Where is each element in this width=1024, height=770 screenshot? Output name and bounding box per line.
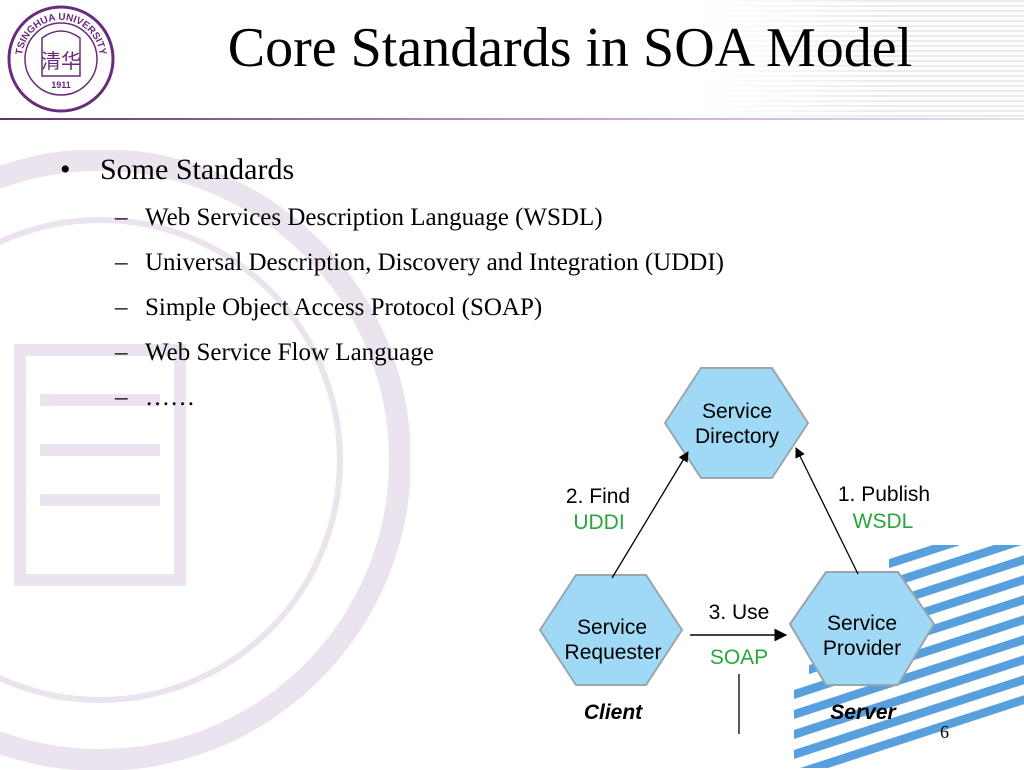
provider-label-2: Provider bbox=[823, 637, 901, 660]
directory-label-2: Directory bbox=[695, 425, 780, 448]
publish-arrow bbox=[795, 447, 859, 575]
use-protocol: SOAP bbox=[710, 646, 768, 669]
client-role-label: Client bbox=[584, 701, 643, 724]
bullet-sub-text: Web Service Flow Language bbox=[145, 339, 434, 366]
find-arrow bbox=[611, 451, 689, 579]
publish-protocol: WSDL bbox=[853, 510, 914, 533]
publish-label: 1. Publish bbox=[838, 483, 930, 506]
bullet-sub-ellipsis: – …… bbox=[60, 381, 724, 415]
bullet-sub-text: Web Services Description Language (WSDL) bbox=[145, 204, 603, 231]
requester-hexagon bbox=[538, 574, 684, 686]
use-label: 3. Use bbox=[709, 601, 770, 624]
title-divider bbox=[0, 118, 1024, 120]
bullet-dot: • bbox=[60, 153, 71, 186]
bullet-sub-wsdl: – Web Services Description Language (WSD… bbox=[60, 201, 724, 235]
directory-hexagon bbox=[663, 367, 810, 479]
bullet-dash: – bbox=[115, 204, 128, 231]
bullet-dash: – bbox=[115, 384, 128, 411]
tsinghua-logo: TSINGHUA UNIVERSITY 清华 1911 bbox=[7, 5, 115, 113]
requester-label-2: Requester bbox=[565, 641, 662, 664]
bullet-sub-wsfl: – Web Service Flow Language bbox=[60, 336, 724, 370]
bullet-sub-soap: – Simple Object Access Protocol (SOAP) bbox=[60, 291, 724, 325]
find-protocol: UDDI bbox=[573, 511, 624, 534]
slide-title: Core Standards in SOA Model bbox=[227, 17, 913, 79]
bullet-dash: – bbox=[115, 249, 128, 276]
bullet-sub-text: …… bbox=[145, 384, 195, 411]
header-stripes bbox=[694, 0, 1024, 118]
logo-year: 1911 bbox=[51, 80, 71, 90]
requester-label-1: Service bbox=[577, 616, 647, 639]
logo-glyph: 清华 bbox=[41, 49, 81, 73]
bullet-dash: – bbox=[115, 294, 128, 321]
server-role-label: Server bbox=[830, 701, 897, 724]
provider-label-1: Service bbox=[827, 612, 897, 635]
university-seal-watermark bbox=[0, 150, 410, 770]
bullet-main-text: Some Standards bbox=[100, 153, 295, 186]
bullet-dash: – bbox=[115, 339, 128, 366]
bullet-sub-text: Universal Description, Discovery and Int… bbox=[145, 249, 724, 276]
bullet-sub-text: Simple Object Access Protocol (SOAP) bbox=[145, 294, 543, 321]
find-label: 2. Find bbox=[566, 485, 630, 508]
soa-diagram: Service Directory Service Requester Serv… bbox=[538, 367, 936, 734]
directory-label-1: Service bbox=[702, 400, 772, 423]
page-number: 6 bbox=[940, 722, 949, 742]
bullet-main: • Some Standards bbox=[60, 150, 724, 190]
provider-hexagon bbox=[788, 571, 936, 686]
bullet-sub-uddi: – Universal Description, Discovery and I… bbox=[60, 246, 724, 280]
bullet-list: • Some Standards – Web Services Descript… bbox=[60, 150, 724, 415]
